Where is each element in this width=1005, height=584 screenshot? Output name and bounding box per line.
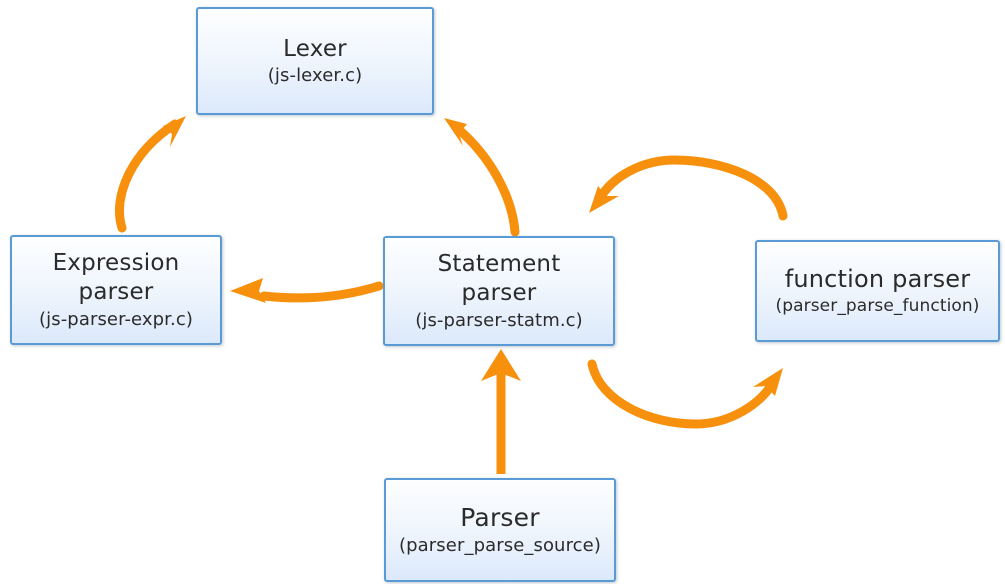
node-parser-title: Parser xyxy=(460,502,540,532)
node-function-parser-subtitle: (parser_parse_function) xyxy=(775,296,980,317)
node-function-parser-title: function parser xyxy=(784,265,971,293)
edge-expression-to-lexer xyxy=(114,116,186,233)
edge-statement-to-function xyxy=(587,359,783,429)
node-statement-parser[interactable]: Statement parser (js-parser-statm.c) xyxy=(383,236,615,346)
node-statement-parser-title: Statement parser xyxy=(437,251,561,307)
node-expression-parser-title: Expression parser xyxy=(52,250,180,306)
node-lexer-title: Lexer xyxy=(283,36,347,62)
node-lexer-subtitle: (js-lexer.c) xyxy=(267,65,363,87)
node-function-parser[interactable]: function parser (parser_parse_function) xyxy=(755,240,1000,342)
edge-statement-to-lexer xyxy=(444,118,520,237)
edge-statement-to-expression xyxy=(230,278,384,303)
node-expression-parser-subtitle: (js-parser-expr.c) xyxy=(39,308,193,330)
node-lexer[interactable]: Lexer (js-lexer.c) xyxy=(196,7,434,115)
edge-parser-to-statement xyxy=(481,349,521,474)
edge-function-to-statement xyxy=(589,155,788,221)
node-parser-subtitle: (parser_parse_source) xyxy=(399,535,601,557)
node-expression-parser[interactable]: Expression parser (js-parser-expr.c) xyxy=(10,235,222,345)
node-statement-parser-subtitle: (js-parser-statm.c) xyxy=(415,309,583,331)
node-parser[interactable]: Parser (parser_parse_source) xyxy=(384,478,616,582)
